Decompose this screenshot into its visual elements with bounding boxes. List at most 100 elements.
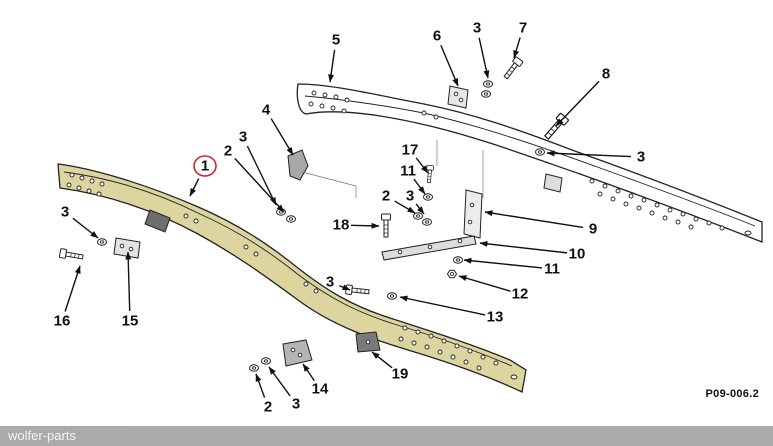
- bolt-13: [345, 284, 370, 297]
- bracket-4: [287, 149, 309, 181]
- callout-leader-arrow: [246, 145, 277, 206]
- callout-number: 13: [487, 309, 504, 326]
- bolt-17: [425, 164, 435, 184]
- callout-number: 5: [332, 32, 340, 49]
- callout-number: 3: [61, 204, 69, 221]
- callout-2-12: 2: [382, 188, 416, 214]
- callout-14-27: 14: [302, 363, 329, 398]
- washer-3-top-a: [483, 80, 493, 88]
- washer-11-upper: [423, 193, 433, 201]
- watermark-text: wolfer-parts: [8, 428, 76, 443]
- figure-part-code: P09-006.2: [705, 388, 759, 400]
- callout-number: 4: [262, 102, 271, 119]
- callout-leader-arrow: [513, 37, 521, 59]
- callout-11-17: 11: [463, 257, 560, 278]
- callout-leader-arrow: [270, 118, 294, 156]
- callout-number: 11: [400, 163, 416, 180]
- callout-number: 3: [473, 20, 481, 37]
- callout-number: 3: [239, 129, 247, 146]
- callout-number: 10: [569, 246, 586, 263]
- callout-number: 8: [602, 66, 610, 83]
- nut-12: [447, 269, 457, 279]
- callout-3-2: 3: [473, 20, 490, 79]
- callout-number: 3: [406, 188, 414, 205]
- washer-2-bottom: [249, 364, 259, 372]
- callout-3-13: 3: [406, 188, 425, 215]
- washer-2-left: [286, 215, 296, 223]
- callout-number: 11: [544, 261, 560, 278]
- washer-13: [387, 292, 397, 300]
- callout-6-1: 6: [433, 28, 459, 87]
- washer-3-mid: [422, 218, 432, 226]
- callout-15-21: 15: [122, 251, 139, 330]
- upper-frame-rail: [296, 83, 763, 243]
- washer-11-lower: [453, 256, 463, 264]
- callout-number: 6: [433, 28, 441, 45]
- callout-number: 1: [201, 158, 209, 175]
- callout-leader-arrow: [399, 295, 486, 316]
- callout-18-14: 18: [333, 217, 380, 234]
- callout-17-10: 17: [402, 142, 429, 174]
- callout-number: 7: [519, 20, 527, 37]
- callout-leader-arrow: [234, 157, 285, 213]
- callout-leader-arrow: [394, 200, 416, 214]
- washer-3-bottom: [261, 357, 271, 365]
- callout-number: 3: [292, 396, 300, 413]
- callout-leader-arrow: [478, 37, 490, 79]
- callout-number: 2: [382, 188, 390, 205]
- callout-2-8: 2: [224, 143, 285, 213]
- callout-number: 3: [326, 274, 334, 291]
- callout-leader-arrow: [328, 49, 336, 83]
- callout-leader-arrow: [255, 373, 266, 398]
- callout-leader-arrow: [415, 203, 425, 215]
- callout-leader-arrow: [339, 284, 351, 291]
- callout-leader-arrow: [350, 222, 380, 229]
- rail-clip-hatched: [144, 209, 171, 233]
- mounting-bracket-6: [447, 85, 469, 109]
- callout-number: 16: [54, 313, 71, 330]
- callout-leader-arrow: [72, 217, 99, 239]
- callout-3-22: 3: [326, 274, 351, 291]
- callout-number: 14: [312, 381, 329, 398]
- callout-number: 9: [589, 221, 597, 238]
- callout-leader-arrow: [268, 366, 291, 397]
- callout-leader-arrow: [479, 240, 568, 254]
- callout-number: 17: [402, 142, 419, 159]
- callout-leader-arrow: [415, 157, 429, 174]
- callout-number: 19: [392, 366, 409, 383]
- callout-leader-arrow: [413, 178, 426, 195]
- callout-2-25: 2: [255, 373, 272, 416]
- bolt-18: [381, 213, 391, 238]
- callout-leader-arrow: [484, 210, 584, 229]
- callout-number: 2: [224, 143, 232, 160]
- callout-leader-arrow: [440, 44, 459, 87]
- callout-13-23: 13: [399, 295, 504, 326]
- callout-10-16: 10: [479, 240, 586, 263]
- callout-leader-arrow: [555, 80, 600, 127]
- hardware-parts: [58, 56, 570, 372]
- callout-leader-arrow: [371, 351, 393, 369]
- callout-3-7: 3: [239, 129, 277, 206]
- callout-leader-arrow: [546, 150, 632, 158]
- callout-number: 18: [333, 217, 350, 234]
- callout-3-26: 3: [268, 366, 300, 413]
- callout-leader-arrow: [189, 178, 200, 197]
- callout-16-20: 16: [54, 265, 81, 330]
- callout-4-6: 4: [262, 102, 294, 156]
- callout-number: 12: [512, 286, 529, 303]
- highlight-ring: [193, 155, 217, 177]
- callout-1-highlighted-9: 1: [189, 155, 217, 197]
- lower-frame-rail-highlighted: [57, 163, 527, 393]
- callout-5-0: 5: [328, 32, 340, 83]
- washer-2-mid: [413, 212, 423, 220]
- callout-number: 15: [122, 313, 139, 330]
- callout-8-4: 8: [555, 66, 610, 127]
- callout-3-5: 3: [546, 149, 645, 166]
- callout-9-15: 9: [484, 210, 597, 238]
- callout-3-19: 3: [61, 204, 99, 239]
- bracket-9: [463, 189, 483, 239]
- bolt-16: [58, 248, 85, 262]
- bracket-14: [282, 339, 313, 367]
